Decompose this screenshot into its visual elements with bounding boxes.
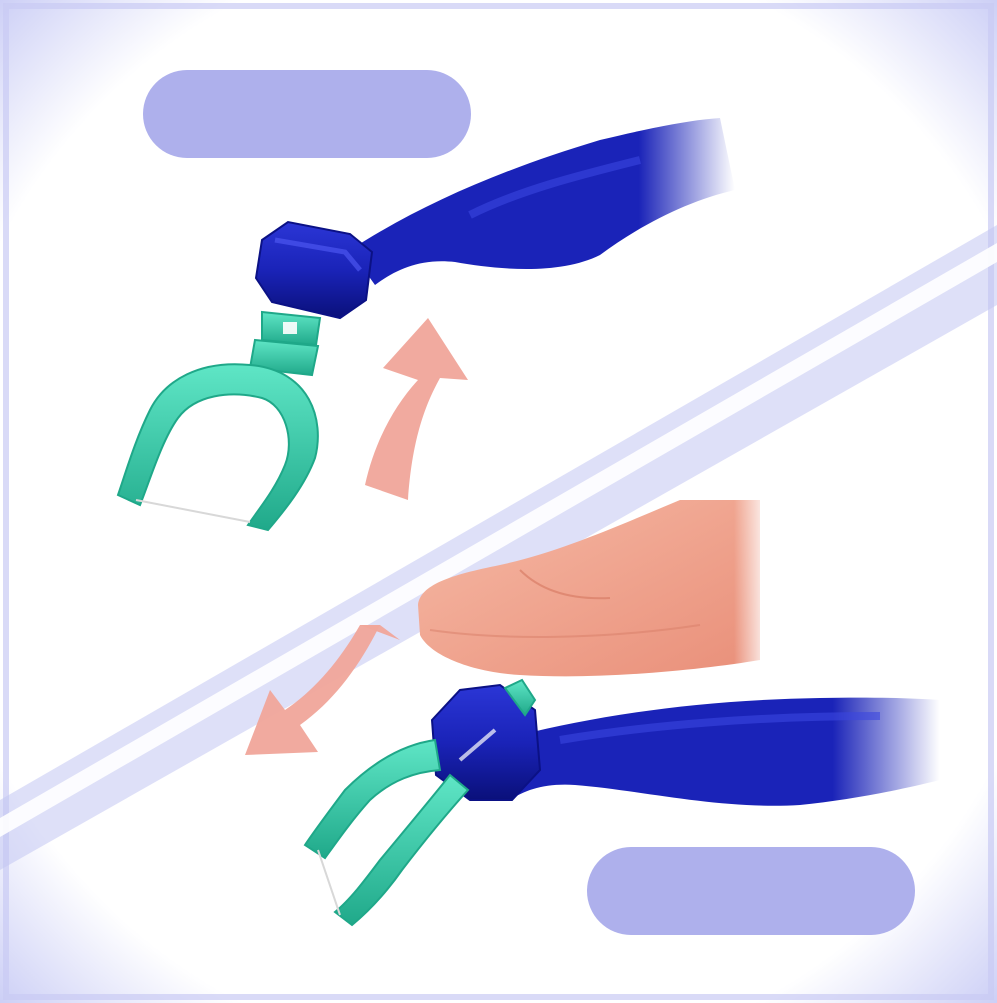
label-box-bottom <box>587 847 915 935</box>
label-box-top <box>143 70 471 158</box>
